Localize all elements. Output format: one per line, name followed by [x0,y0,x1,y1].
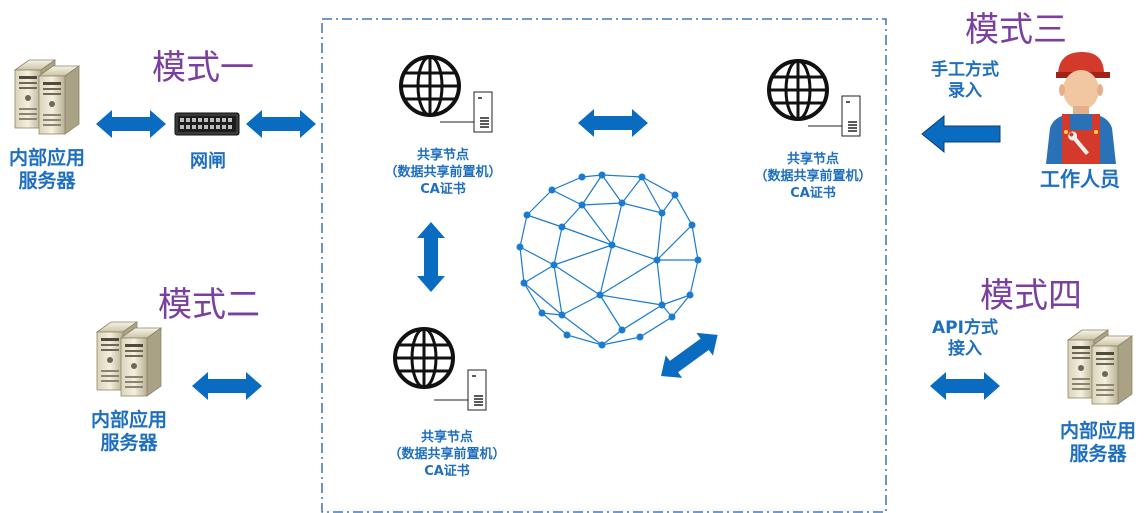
worker-icon [1046,52,1116,164]
arrow-node1-node3 [417,222,445,292]
node2-label-line1: 共享节点 [786,152,839,167]
server-mode2-label-line2: 服务器 [100,432,158,454]
server-mode4-icon [1068,330,1138,410]
mode4-title: 模式四 [980,276,1082,316]
arrow-manual-input [921,114,1001,154]
node2-label-line2: （数据共享前置机） [754,169,872,184]
gateway-label: 网闸 [190,151,226,172]
node2-server-icon [808,95,861,137]
arrow-server-gateway [96,110,166,138]
server-mode2-icon [97,322,167,402]
arrow-gateway-node [246,110,316,138]
node1-label-line2: （数据共享前置机） [384,165,502,180]
mode3-title: 模式三 [965,10,1067,50]
arrow-node1-node2 [578,109,648,137]
manual-label-line2: 录入 [948,81,982,101]
arrow-mode2 [192,372,262,400]
server-mode1-icon [15,60,85,140]
node1-server-icon [440,91,493,133]
server-mode2-label-line1: 内部应用 [90,409,167,431]
server-mode1-label-line2: 服务器 [18,170,76,192]
api-label: API方式 接入 [915,318,1015,360]
node1-label-line3: CA证书 [420,182,466,197]
gateway-icon [174,112,240,136]
node3-label-line2: （数据共享前置机） [388,447,506,462]
mode2-title: 模式二 [158,285,260,325]
node3-label: 共享节点 （数据共享前置机） CA证书 [372,429,522,480]
server-mode4-label: 内部应用 服务器 [1053,420,1143,466]
server-mode1-label-line1: 内部应用 [8,147,85,169]
worker-label: 工作人员 [1040,167,1120,191]
api-label-line2: 接入 [948,339,982,359]
api-label-line1: API方式 [932,318,998,338]
node1-label-line1: 共享节点 [416,148,469,163]
network-sphere-icon [516,171,702,349]
node1-label: 共享节点 （数据共享前置机） CA证书 [368,147,518,198]
manual-label: 手工方式 录入 [915,60,1015,102]
arrow-api [930,372,1000,400]
server-mode2-label: 内部应用 服务器 [84,409,174,455]
manual-label-line1: 手工方式 [931,60,999,80]
node2-label-line3: CA证书 [790,186,836,201]
node3-label-line3: CA证书 [424,464,470,479]
server-mode4-label-line2: 服务器 [1069,443,1127,465]
server-mode1-label: 内部应用 服务器 [2,147,92,193]
node2-label: 共享节点 （数据共享前置机） CA证书 [738,151,888,202]
node3-label-line1: 共享节点 [420,430,473,445]
mode1-title: 模式一 [152,48,254,88]
server-mode4-label-line1: 内部应用 [1059,420,1136,442]
node3-server-icon [434,369,487,411]
